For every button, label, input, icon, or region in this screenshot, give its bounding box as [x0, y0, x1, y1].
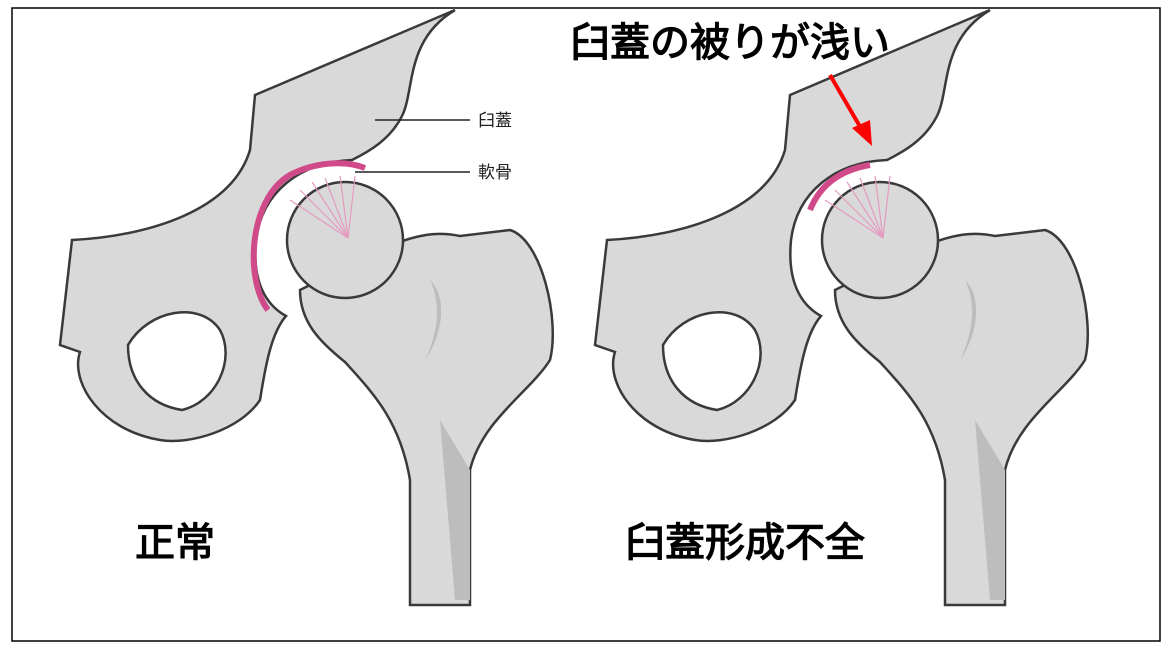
acetabulum-label: 臼蓋 [478, 111, 512, 131]
dysplasia-hip [593, 8, 1090, 607]
cartilage-dysplasia [807, 162, 871, 212]
red-arrow-icon [828, 73, 864, 132]
frame [11, 7, 1161, 642]
caption-normal: 正常 [135, 520, 215, 566]
normal-hip [58, 8, 555, 607]
cartilage-label: 軟骨 [478, 163, 512, 183]
shallow-coverage-title: 臼蓋の被りが浅い [570, 20, 890, 66]
arrow-head-icon [852, 120, 872, 146]
caption-dysplasia: 臼蓋形成不全 [625, 520, 866, 566]
cartilage-normal [250, 160, 367, 312]
